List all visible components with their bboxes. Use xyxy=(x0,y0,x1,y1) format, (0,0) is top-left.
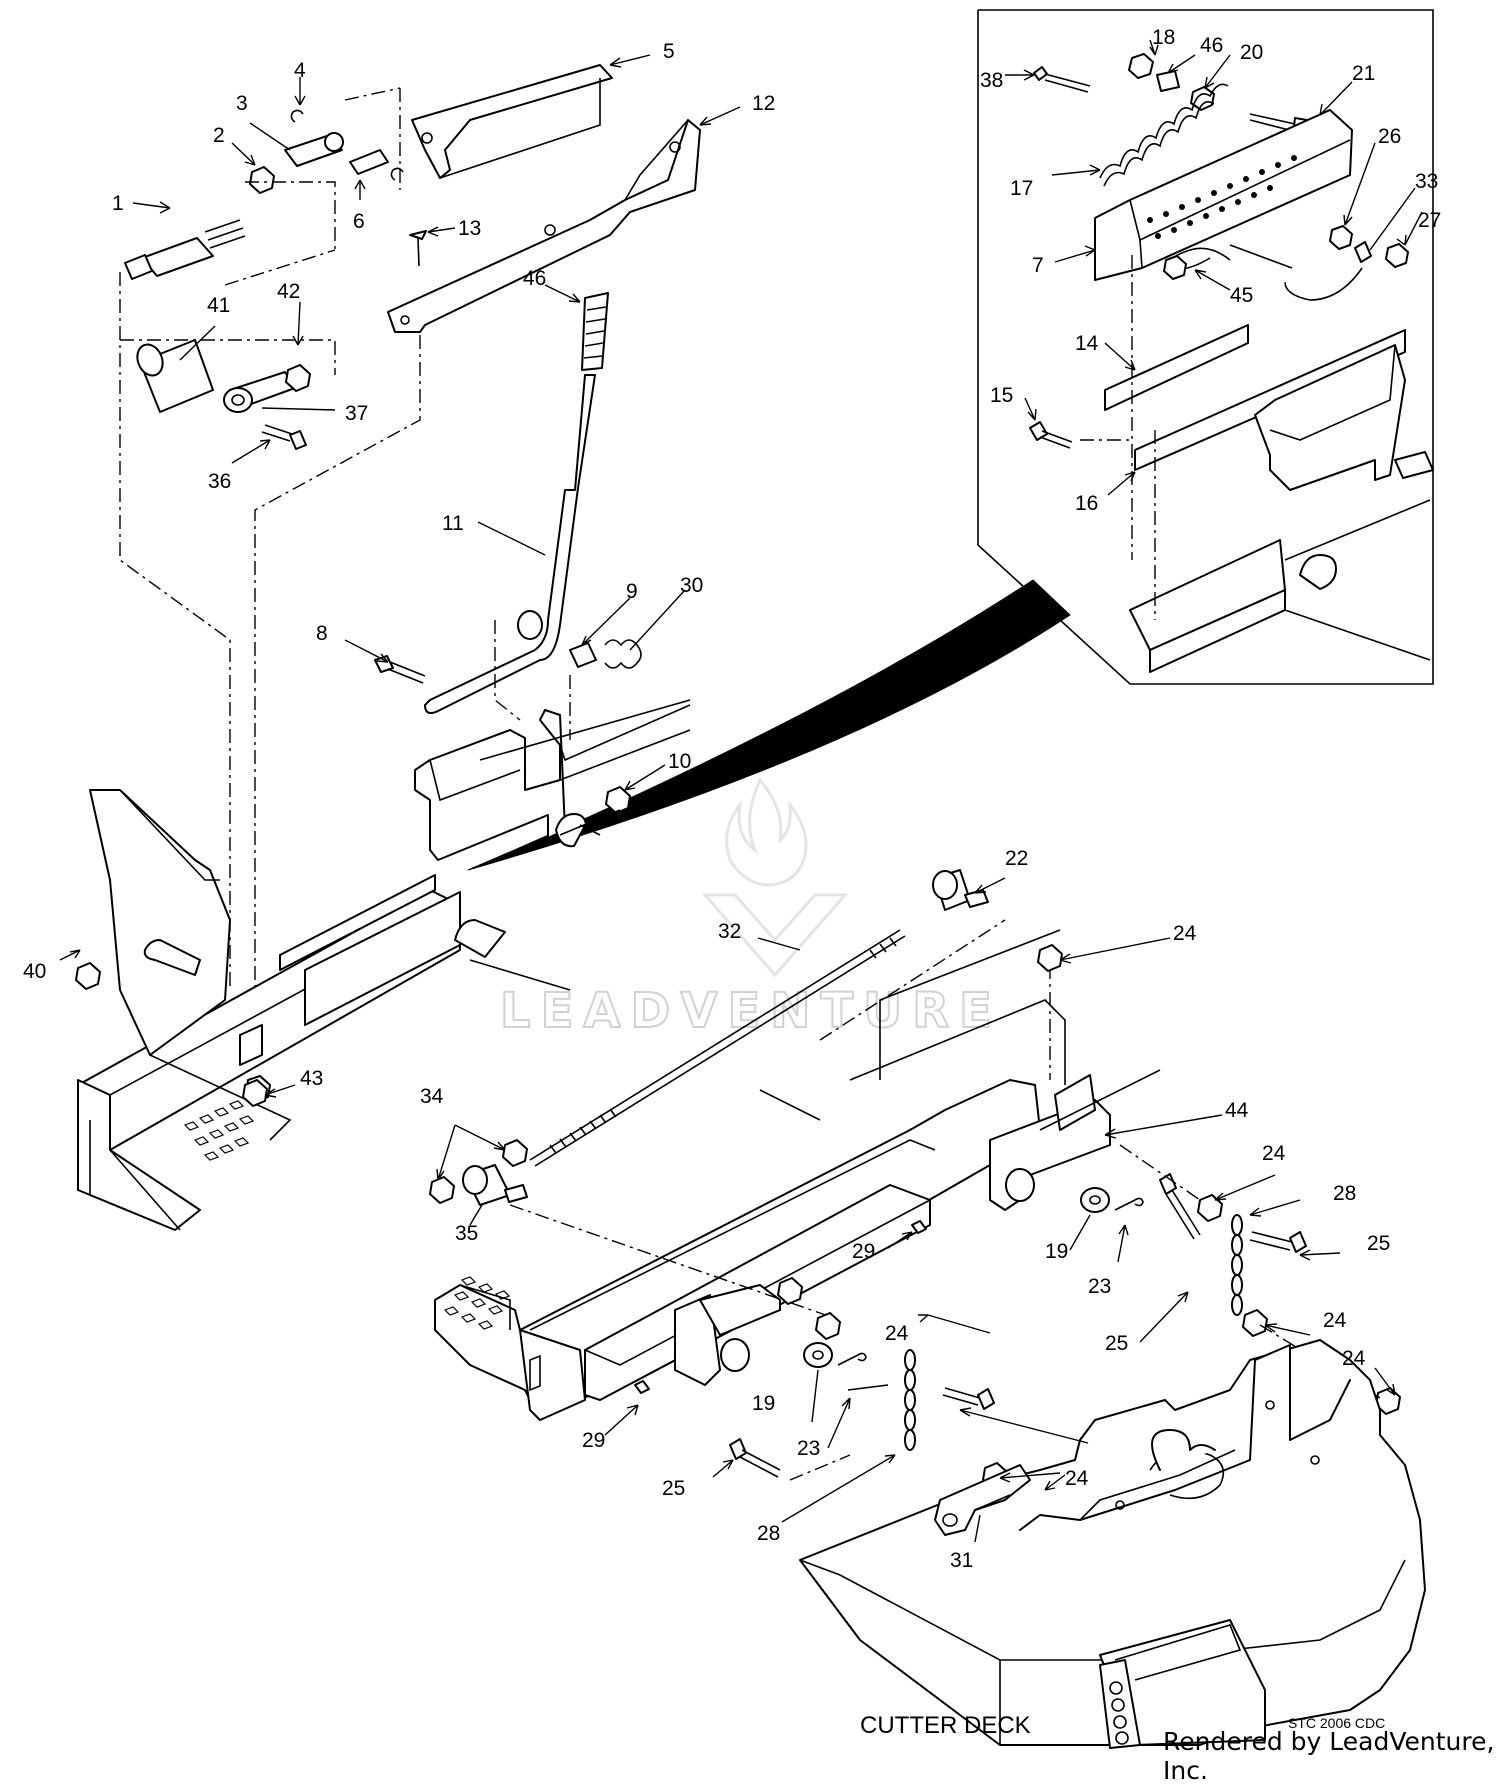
callout-30: 30 xyxy=(680,574,703,597)
callout-20: 20 xyxy=(1240,41,1263,64)
callout-25c: 25 xyxy=(662,1477,685,1500)
callout-33: 33 xyxy=(1415,170,1438,193)
callout-6: 6 xyxy=(353,210,365,233)
callout-11: 11 xyxy=(442,512,464,535)
callout-31: 31 xyxy=(950,1549,973,1572)
callout-19b: 19 xyxy=(752,1392,775,1415)
watermark-text: LEADVENTURE xyxy=(500,983,1002,1039)
callout-24d: 24 xyxy=(1342,1347,1366,1370)
chain-left xyxy=(904,1349,916,1451)
callout-labels: 1 2 3 4 5 6 12 13 41 42 37 36 46 11 8 9 … xyxy=(23,26,1441,1572)
callout-7: 7 xyxy=(1032,254,1044,277)
callout-2: 2 xyxy=(213,124,225,147)
callout-12: 12 xyxy=(752,92,775,115)
callout-38: 38 xyxy=(980,69,1003,92)
callout-45: 45 xyxy=(1230,284,1253,307)
callout-16: 16 xyxy=(1075,492,1098,515)
callout-29a: 29 xyxy=(852,1240,875,1263)
detail-inset xyxy=(467,9,1434,871)
callout-21: 21 xyxy=(1352,62,1375,85)
inset-parts xyxy=(1029,53,1434,673)
leader-lines xyxy=(59,39,1423,1543)
callout-32: 32 xyxy=(718,920,741,943)
callout-44: 44 xyxy=(1225,1099,1249,1122)
callout-24a: 24 xyxy=(1173,922,1197,945)
callout-34: 34 xyxy=(420,1085,444,1108)
callout-18: 18 xyxy=(1152,26,1175,49)
linkage-parts xyxy=(119,64,701,1000)
leadventure-logo xyxy=(701,777,849,978)
callout-24c: 24 xyxy=(1323,1309,1347,1332)
callout-25b: 25 xyxy=(1105,1332,1128,1355)
deck-grid xyxy=(183,1093,260,1161)
callout-29b: 29 xyxy=(582,1429,605,1452)
cutter-deck xyxy=(799,1339,1426,1749)
callout-24f: 24 xyxy=(1065,1467,1089,1490)
diagram-code-label: STC 2006 CDC xyxy=(1288,1715,1386,1731)
callout-10: 10 xyxy=(668,750,691,773)
lever-assembly xyxy=(374,292,642,814)
callout-3: 3 xyxy=(236,92,248,115)
render-credit: Rendered by LeadVenture, Inc. xyxy=(1163,1727,1495,1785)
callout-36: 36 xyxy=(208,470,231,493)
chain-right xyxy=(1231,1214,1243,1316)
callout-42: 42 xyxy=(277,280,300,303)
callout-5: 5 xyxy=(663,40,675,63)
callout-40: 40 xyxy=(23,960,46,983)
callout-46-inset: 46 xyxy=(1200,34,1223,57)
callout-41: 41 xyxy=(207,294,230,317)
callout-13: 13 xyxy=(458,217,481,240)
callout-25a: 25 xyxy=(1367,1232,1390,1255)
callout-35: 35 xyxy=(455,1222,478,1245)
callout-22: 22 xyxy=(1005,847,1028,870)
cutter-deck-label: CUTTER DECK xyxy=(860,1712,1031,1739)
callout-1: 1 xyxy=(112,192,124,215)
callout-46: 46 xyxy=(523,267,546,290)
callout-28a: 28 xyxy=(1333,1182,1356,1205)
plate-holes xyxy=(1147,155,1297,239)
callout-24b: 24 xyxy=(1262,1142,1286,1165)
lower-frame xyxy=(429,869,1401,1507)
callout-19a: 19 xyxy=(1045,1240,1068,1263)
callout-14: 14 xyxy=(1075,332,1099,355)
callout-37: 37 xyxy=(345,402,368,425)
callout-9: 9 xyxy=(626,580,638,603)
callout-8: 8 xyxy=(316,622,328,645)
callout-27: 27 xyxy=(1418,209,1441,232)
callout-4: 4 xyxy=(294,59,306,82)
main-frame xyxy=(75,699,691,1231)
callout-23b: 23 xyxy=(797,1437,820,1460)
callout-23a: 23 xyxy=(1088,1275,1111,1298)
callout-17: 17 xyxy=(1010,177,1033,200)
callout-28b: 28 xyxy=(757,1522,780,1545)
callout-24e: 24 xyxy=(885,1322,909,1345)
callout-43: 43 xyxy=(300,1067,323,1090)
callout-15: 15 xyxy=(990,384,1013,407)
callout-26: 26 xyxy=(1378,125,1401,148)
